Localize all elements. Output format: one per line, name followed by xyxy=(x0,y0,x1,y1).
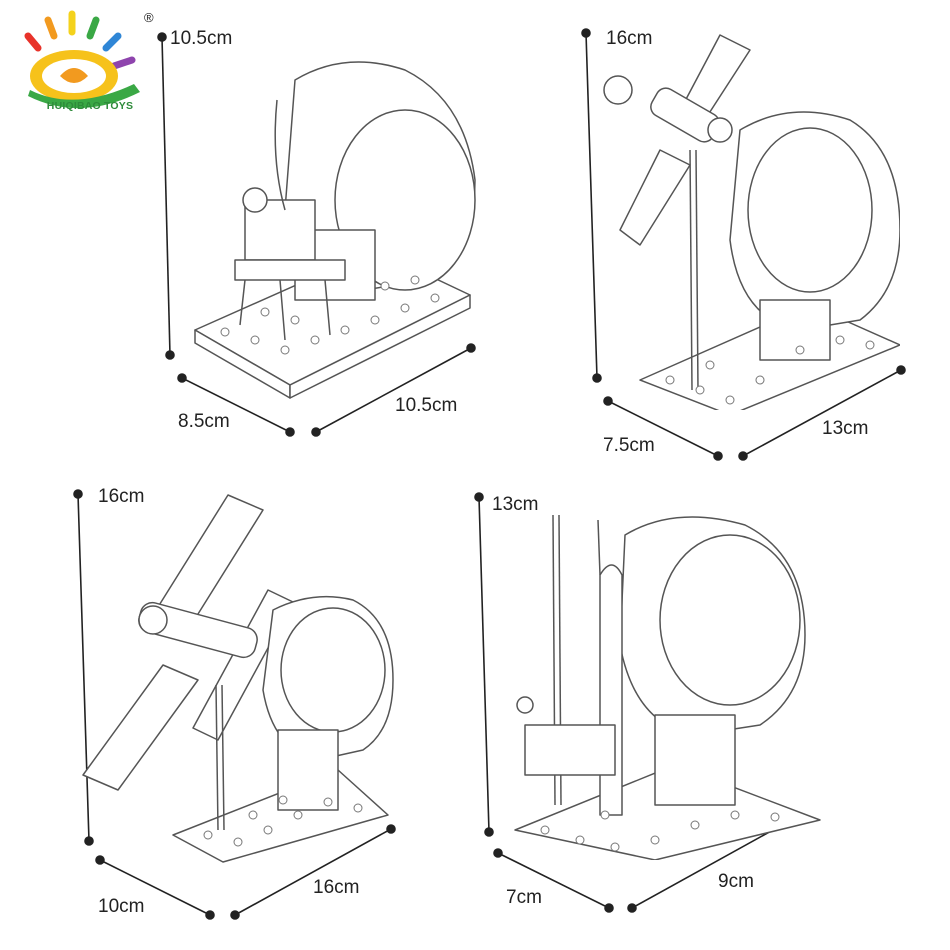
model-1-height-label: 10.5cm xyxy=(170,28,233,49)
model-1-width-label: 10.5cm xyxy=(395,395,458,416)
model-astronaut-lunar-lander xyxy=(194,61,476,399)
model-4-depth-label: 7cm xyxy=(506,887,542,908)
model-4-height-label: 13cm xyxy=(492,494,539,515)
model-3-height-label: 16cm xyxy=(98,486,145,507)
model-2-width-label: 13cm xyxy=(822,418,869,439)
model-astronaut-satellite xyxy=(603,34,900,410)
model-2-depth-label: 7.5cm xyxy=(603,435,655,456)
brand-logo xyxy=(24,10,140,109)
brand-name: HUIQIBAO TOYS xyxy=(46,100,134,112)
model-astronaut-rocket xyxy=(514,514,821,860)
model-3-depth-label: 10cm xyxy=(98,896,145,917)
model-4-width-label: 9cm xyxy=(718,871,754,892)
model-3-width-label: 16cm xyxy=(313,877,360,898)
model-1-depth-label: 8.5cm xyxy=(178,411,230,432)
model-2-height-label: 16cm xyxy=(606,28,653,49)
registered-trademark-icon: ® xyxy=(144,10,154,25)
model-astronaut-space-station xyxy=(82,494,394,863)
